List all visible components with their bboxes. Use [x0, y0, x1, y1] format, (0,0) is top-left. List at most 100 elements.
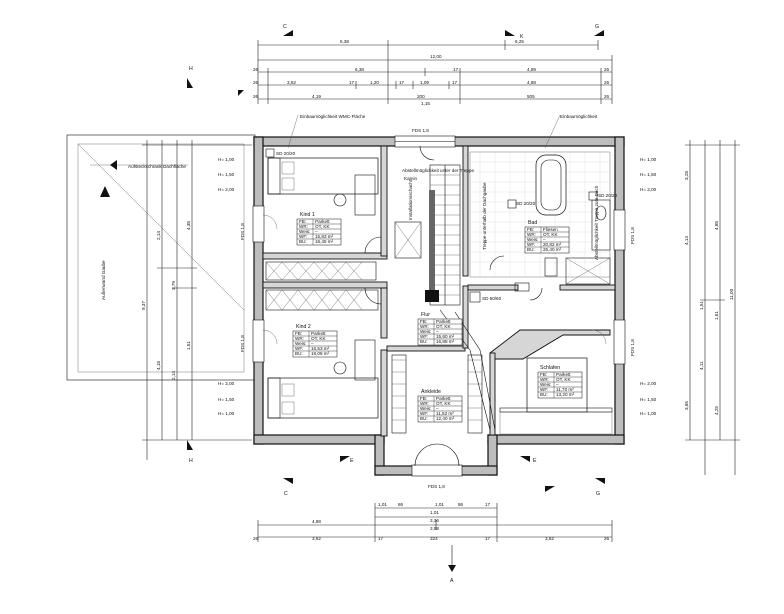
- row-val: 11,70 m²: [556, 387, 574, 392]
- height-mark-r1: H= 1,00: [640, 157, 657, 162]
- section-label-h-bottom: H: [189, 458, 193, 464]
- bottom-dimension-chains: [257, 503, 613, 542]
- stair-storage-label: Abstellmöglichkeit unter der Treppe: [402, 168, 474, 173]
- top-dim-4d: 1,20: [370, 80, 379, 85]
- top-dimension-chains: [257, 40, 613, 104]
- row-key: Weis:: [420, 406, 431, 411]
- top-dim-5f: 26: [604, 94, 610, 99]
- row-key: WR:: [527, 232, 536, 237]
- bottom-dim-4d: 324: [430, 536, 438, 541]
- top-dim-3a: 26: [253, 67, 259, 72]
- right-dim-d: 1,51: [699, 301, 704, 310]
- row-val: Parkett: [436, 319, 451, 324]
- exterior-walls: [252, 135, 626, 477]
- left-dim-g: 4,18: [156, 361, 161, 370]
- row-key: BU:: [299, 239, 307, 244]
- row-key: WF:: [540, 387, 548, 392]
- top-dim-5a: 26: [253, 94, 259, 99]
- row-key: WR:: [540, 377, 549, 382]
- bottom-dim-4c: 17: [378, 536, 384, 541]
- room-stamp-kind2: Kind 2 FB:Parkett WR:OT, KK Weis:– WF:16…: [292, 324, 338, 358]
- bottom-dim-1d: 86: [458, 502, 464, 507]
- top-dim-5d: 1,15: [421, 101, 430, 106]
- sd-label-3: SD 20/20: [516, 201, 536, 206]
- bottom-dim-2a: 1,01: [430, 510, 439, 515]
- row-key: FB:: [295, 331, 302, 336]
- row-val: –: [543, 237, 546, 242]
- top-dim-3b: 6,38: [355, 67, 364, 72]
- row-key: WR:: [295, 336, 304, 341]
- row-key: BU:: [527, 247, 535, 252]
- row-val: –: [315, 229, 318, 234]
- left-dimension-chains: [142, 140, 252, 460]
- row-key: BU:: [420, 339, 428, 344]
- section-label-e-left: E: [350, 458, 354, 464]
- top-dim-4c: 17: [349, 80, 355, 85]
- top-dim-3d: 4,89: [527, 67, 536, 72]
- row-val: 16,53 m²: [311, 346, 330, 351]
- height-mark-r4: H= 2,00: [640, 381, 657, 386]
- bottom-dim-4b: 3,62: [312, 536, 321, 541]
- height-mark-l4: H= 2,00: [218, 381, 235, 386]
- window-label-right1: FDS 1,8: [630, 227, 635, 244]
- height-mark-l3: H= 2,00: [218, 187, 235, 192]
- bottom-dim-1c: 1,01: [435, 502, 444, 507]
- section-label-c-top: C: [283, 24, 287, 30]
- row-val: OT, KK: [436, 324, 451, 329]
- left-height-marks: H= 1,00 H= 1,50 H= 2,00 H= 2,00 H= 1,50 …: [218, 157, 235, 416]
- row-val: OT, KK: [311, 336, 326, 341]
- section-label-e-right: E: [533, 458, 537, 464]
- top-dim-1b: 6,25: [515, 39, 524, 44]
- row-val: OT, KK: [543, 232, 558, 237]
- height-mark-l6: H= 1,00: [218, 411, 235, 416]
- room-stamp-flur: Flur FB:Parkett WR:OT, KK Weis:– WF:15,6…: [417, 312, 463, 346]
- row-key: Weis:: [299, 229, 310, 234]
- row-key: Weis:: [540, 382, 551, 387]
- row-key: Weis:: [527, 237, 538, 242]
- right-dim-h: 11,00: [729, 288, 734, 300]
- top-dim-5b: 4,19: [312, 94, 321, 99]
- right-dim-b: 4,88: [714, 221, 719, 230]
- section-label-k: K: [520, 34, 524, 40]
- room-name: Schlafen: [540, 365, 560, 371]
- window-label-left1: FDS 1,8: [240, 223, 245, 240]
- row-key: FB:: [420, 319, 427, 324]
- right-dim-g: 3,65: [684, 401, 689, 410]
- row-val: 13,20 m²: [556, 392, 575, 397]
- top-dim-4i: 26: [604, 80, 610, 85]
- height-mark-l1: H= 1,00: [218, 157, 235, 162]
- bath-storage-label: Abstellmöglichkeit Treppe zum Dach: [594, 185, 599, 260]
- row-key: FB:: [540, 372, 547, 377]
- row-val: 15,60 m²: [436, 334, 455, 339]
- row-val: –: [311, 341, 314, 346]
- row-val: –: [556, 382, 559, 387]
- stair-label: Treppe unterhalb der Dachgaube: [482, 182, 487, 250]
- row-key: FB:: [527, 227, 534, 232]
- row-val: OT, KK: [436, 401, 451, 406]
- room-name: Flur: [421, 312, 430, 318]
- height-mark-r3: H= 2,00: [640, 187, 657, 192]
- row-val: 18,08 m²: [311, 351, 330, 356]
- row-key: WR:: [420, 401, 429, 406]
- row-key: WF:: [299, 234, 307, 239]
- room-name: Bad: [528, 220, 537, 226]
- top-dim-4f: 1,09: [420, 80, 429, 85]
- row-val: –: [436, 329, 439, 334]
- section-label-g-bottom: G: [596, 491, 600, 497]
- section-label-a: A: [450, 578, 454, 584]
- room-stamp-ankleide: Ankleide FB:Parkett WR:OT, KK Weis:– WF:…: [417, 389, 463, 423]
- bottom-dim-4a: 26: [253, 536, 259, 541]
- attic-label: Aufsteckschrank Dachfläche: [128, 164, 186, 169]
- dormer-label: Außenwand Gaube: [101, 260, 106, 300]
- top-dim-2: 12,00: [430, 54, 442, 59]
- hatch-right-label: Einbaumöglichkeit: [560, 114, 598, 119]
- row-key: BU:: [295, 351, 303, 356]
- row-val: 20,82 m²: [543, 242, 562, 247]
- window-label-top: FDS 1,8: [412, 128, 429, 133]
- top-dim-5e: 505: [527, 94, 535, 99]
- right-dim-c: 4,14: [684, 236, 689, 245]
- row-key: FB:: [420, 396, 427, 401]
- right-height-marks: H= 1,00 H= 1,50 H= 2,00 H= 2,00 H= 1,50 …: [640, 157, 657, 416]
- bottom-dim-4f: 3,62: [545, 536, 554, 541]
